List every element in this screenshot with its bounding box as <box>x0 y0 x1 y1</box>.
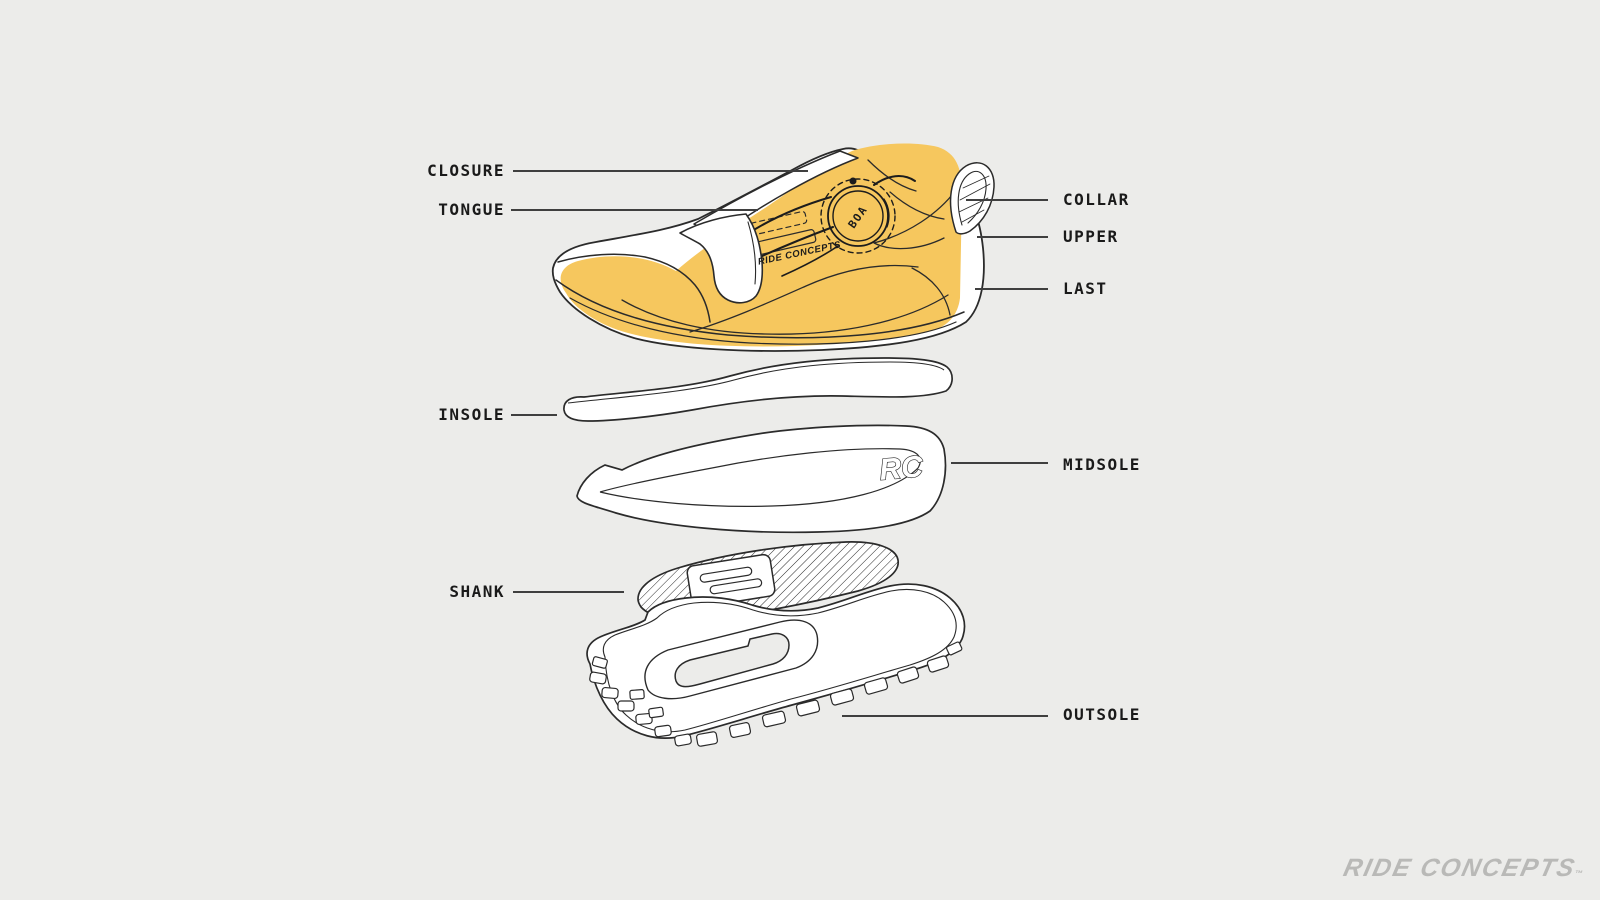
insole-surface-line <box>567 361 945 404</box>
outsole-illustration <box>586 583 966 747</box>
sole-line-lower <box>569 297 957 345</box>
collar-line-3 <box>889 191 945 220</box>
leader-line-last <box>975 288 1048 290</box>
boa-knot <box>849 177 857 185</box>
label-tongue: TONGUE <box>438 200 505 219</box>
cleat-plate <box>686 553 776 609</box>
boa-wire-4 <box>781 245 839 277</box>
heel-pull-loop <box>949 162 995 235</box>
sole-line-upper <box>555 279 965 339</box>
collar-line-2 <box>873 189 957 250</box>
ride-concepts-logo-text: RIDE CONCEPTS <box>1341 854 1580 882</box>
panel-curve-diagonal <box>689 264 919 333</box>
label-shank: SHANK <box>449 582 505 601</box>
outsole-lugs <box>589 641 963 747</box>
collar-line-1 <box>867 159 917 192</box>
midsole-footbed-line <box>599 448 921 507</box>
upper-highlight <box>560 143 962 347</box>
label-collar: COLLAR <box>1063 190 1130 209</box>
boa-wire-3 <box>873 175 916 186</box>
velcro-strap-inner-line <box>747 221 757 285</box>
label-midsole: MIDSOLE <box>1063 455 1141 474</box>
midsole-monogram: RC <box>878 450 925 487</box>
cleat-zone-boundary <box>644 619 819 700</box>
label-outsole: OUTSOLE <box>1063 705 1141 724</box>
leader-line-upper <box>977 236 1048 238</box>
leader-line-midsole <box>951 462 1048 464</box>
boa-wire-2 <box>759 226 834 258</box>
panel-curve-low <box>621 294 949 335</box>
cleat-window <box>674 632 790 688</box>
midsole-illustration: RC <box>576 424 947 534</box>
velcro-strap <box>679 213 764 304</box>
label-closure: CLOSURE <box>427 161 505 180</box>
ride-concepts-logo: RIDE CONCEPTS™ <box>1341 854 1587 883</box>
leader-line-collar <box>966 199 1048 201</box>
outsole-inner-rim <box>602 588 957 733</box>
midsole-outline <box>576 424 947 534</box>
label-last: LAST <box>1063 279 1108 298</box>
heel-counter-line <box>911 267 951 316</box>
label-insole: INSOLE <box>438 405 505 424</box>
leader-line-closure <box>513 170 808 172</box>
toe-cap-line <box>557 253 711 323</box>
leader-line-insole <box>511 414 557 416</box>
leader-line-tongue <box>511 209 758 211</box>
shoe-upper-illustration: BOA RIDE CONCEPTS <box>551 143 995 352</box>
label-upper: UPPER <box>1063 227 1119 246</box>
leader-line-outsole <box>842 715 1048 717</box>
insole-illustration <box>563 357 953 422</box>
insole-outline <box>563 357 953 422</box>
leader-line-shank <box>513 591 624 593</box>
